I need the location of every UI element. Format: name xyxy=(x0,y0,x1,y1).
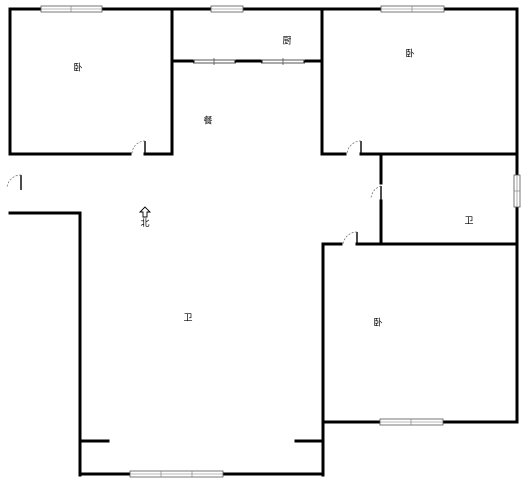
door-bathroom xyxy=(370,185,382,201)
door-bedroom-bottom-right xyxy=(342,231,358,245)
room-label-bedroom-top-left: 卧 xyxy=(73,62,82,74)
window-top-left xyxy=(40,5,103,13)
window-top-right xyxy=(380,5,445,13)
room-label-bathroom: 卫 xyxy=(464,217,473,227)
window-bathroom xyxy=(513,174,521,208)
room-label-dining: 餐 xyxy=(203,115,212,127)
sliding-door-kitchen-right xyxy=(261,58,305,65)
door-bedroom-top-left xyxy=(131,140,146,155)
walls xyxy=(8,7,519,477)
window-living-bottom xyxy=(129,470,224,478)
compass-label: 北 xyxy=(140,218,149,229)
room-label-kitchen: 厨 xyxy=(282,36,291,47)
compass: 北 xyxy=(138,206,152,229)
window-bedroom-bottom-right xyxy=(379,418,444,426)
room-label-living: 卫 xyxy=(183,314,192,324)
door-entrance xyxy=(6,174,22,190)
room-label-bedroom-top-right: 卧 xyxy=(405,48,414,60)
north-arrow-icon xyxy=(138,206,152,218)
sliding-door-kitchen-left xyxy=(193,58,236,65)
room-label-bedroom-bottom-right: 卧 xyxy=(373,317,382,329)
door-bedroom-top-right xyxy=(346,140,362,155)
window-top-kitchen xyxy=(210,5,244,13)
